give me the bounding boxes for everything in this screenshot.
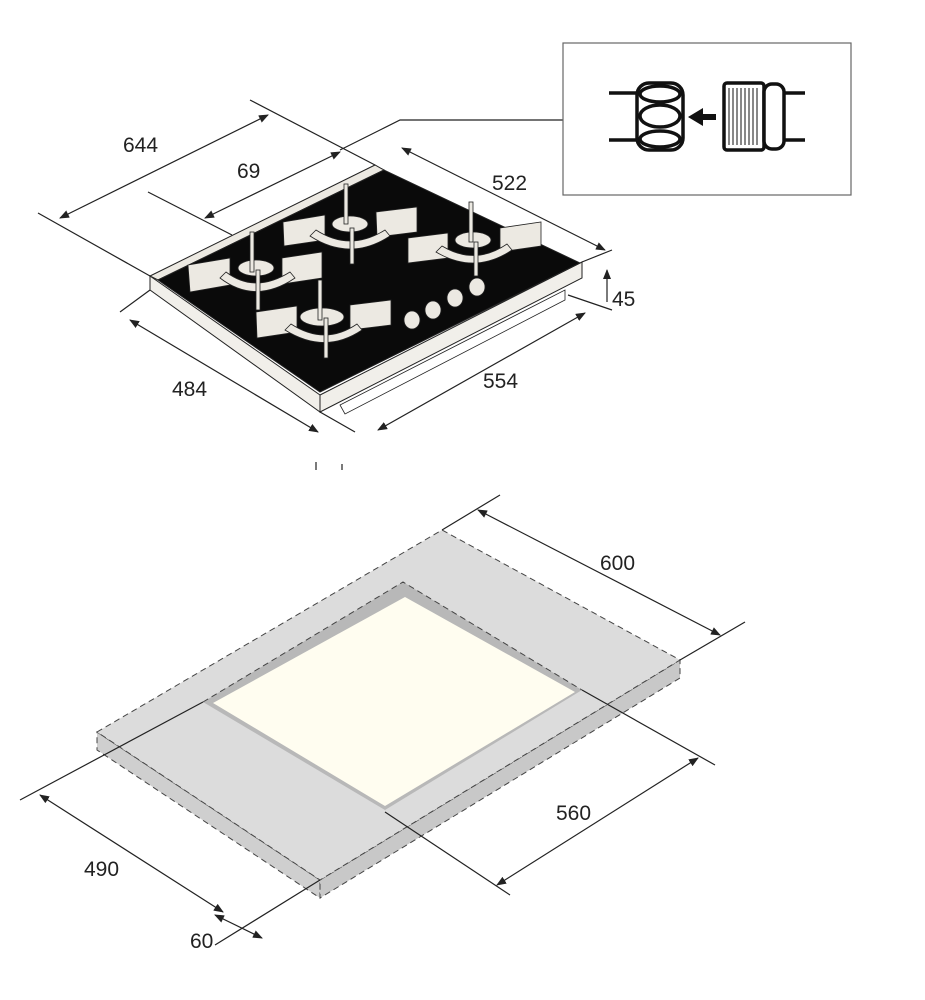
dim-69: 69: [237, 160, 260, 183]
arrow-left-icon: [688, 108, 716, 126]
gas-hose-fitting-icon: [722, 81, 805, 152]
worktop-cutout-illustration: [19, 494, 746, 946]
dim-644: 644: [123, 134, 158, 157]
gas-connection-inset: [562, 42, 852, 196]
cutout: [213, 597, 575, 806]
dim-554: 554: [483, 370, 518, 393]
dim-490: 490: [84, 858, 119, 881]
dim-522: 522: [492, 172, 527, 195]
dim-600: 600: [600, 552, 635, 575]
gas-connector-nut-icon: [609, 81, 685, 152]
burner-back-left: [187, 231, 323, 311]
dim-560: 560: [556, 802, 591, 825]
hob-illustration: [37, 99, 613, 470]
dim-484: 484: [172, 378, 207, 401]
dim-60: 60: [190, 930, 213, 953]
dim-45: 45: [612, 288, 635, 311]
